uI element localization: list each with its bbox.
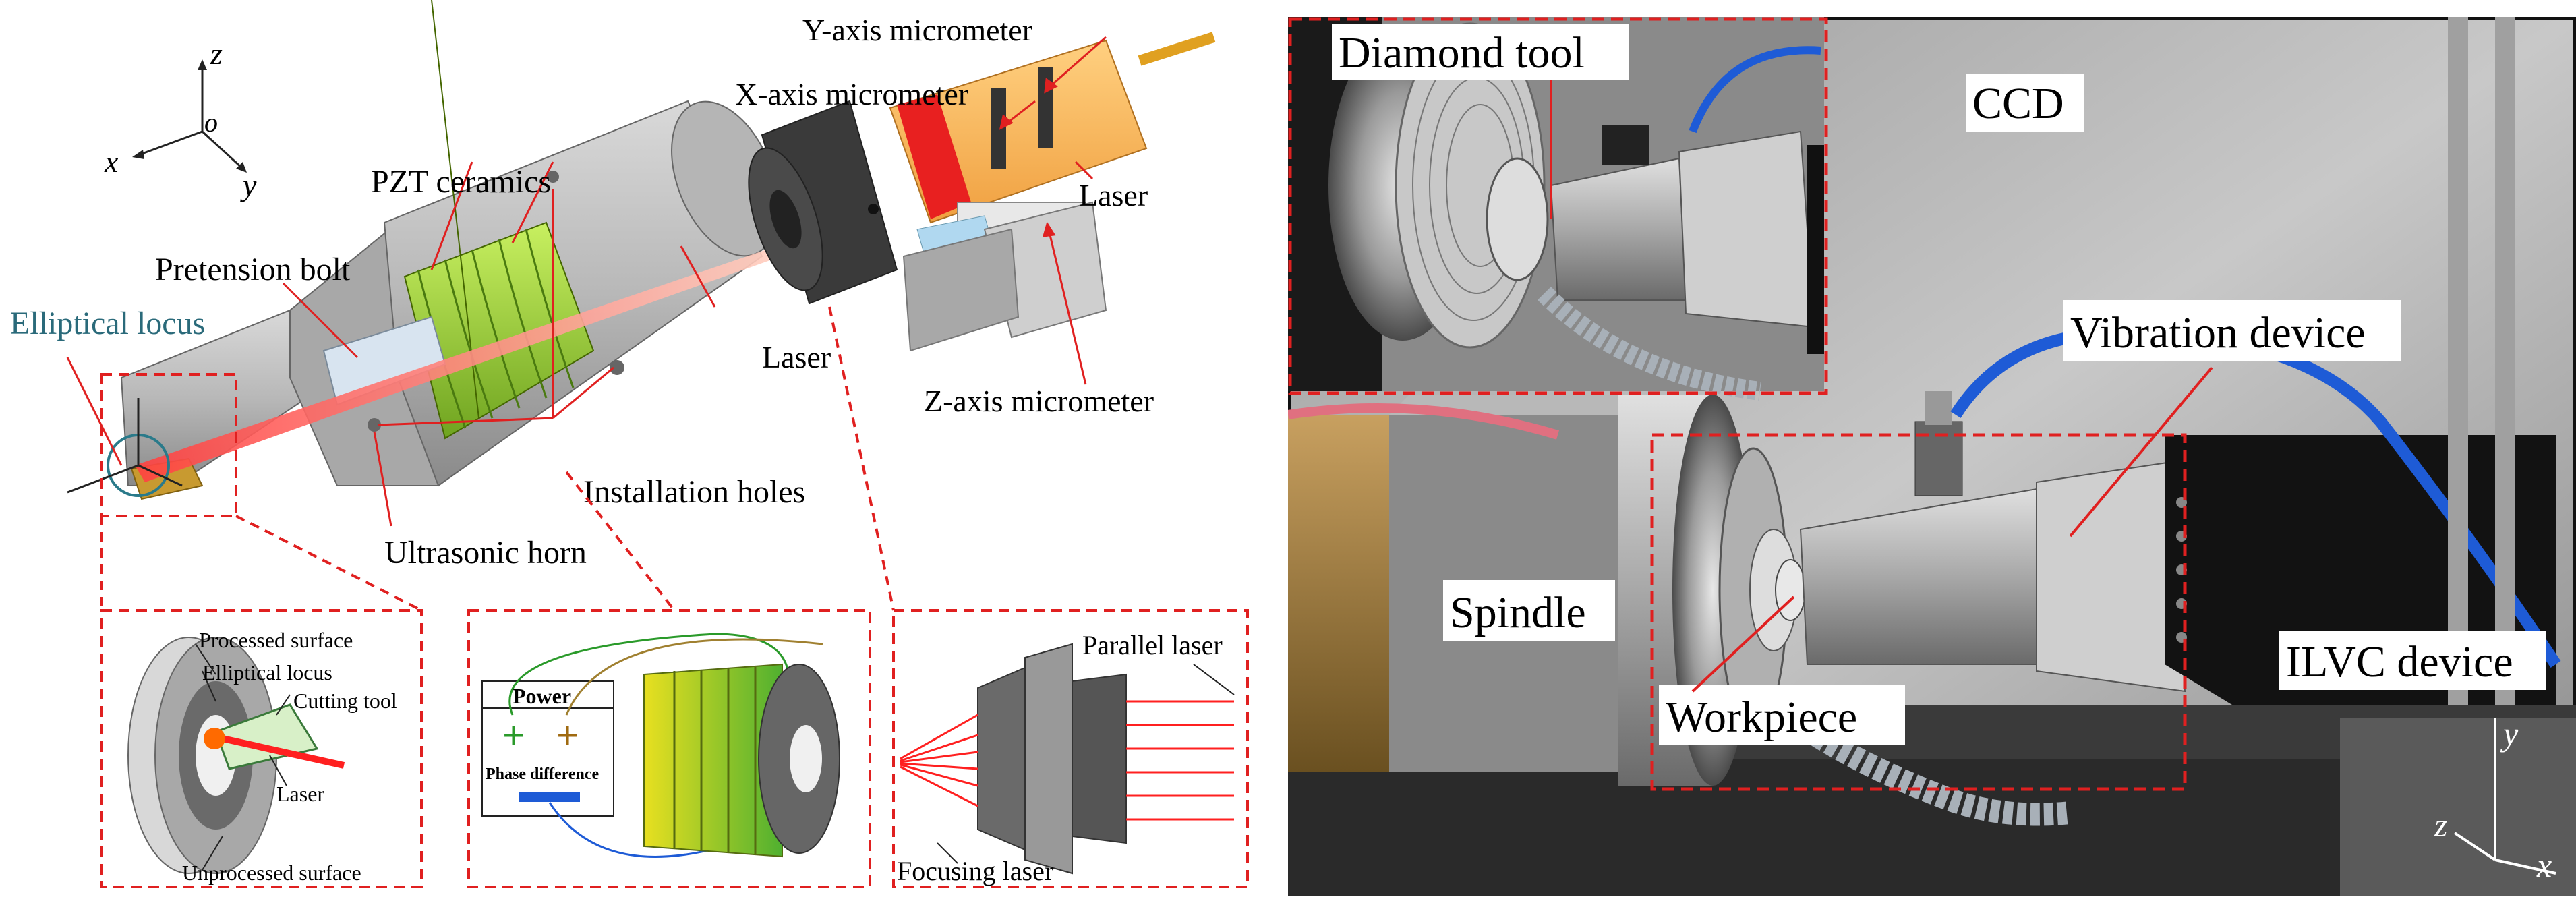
elliptical-locus-label: Elliptical locus [10,306,205,341]
focusing-laser-label: Focusing laser [897,856,1053,886]
ccd-label: CCD [1972,79,2064,128]
ultrasonic-horn-assembly [120,0,779,500]
installation-hole [547,171,559,183]
installation-hole [610,360,624,375]
ilvc-device-label: ILVC device [2286,637,2513,687]
coordinate-axes: z o x y [104,36,257,202]
diamond-tool-label: Diamond tool [1339,28,1585,78]
photo-axis-z: z [2434,806,2447,844]
unprocessed-surface-label: Unprocessed surface [182,861,361,885]
callout-connectors [100,306,895,612]
axis-z-label: z [210,36,223,71]
laser-top-label: Laser [1079,178,1148,212]
leader-lines [66,36,1107,527]
schematic-diagram-panel: z o x y [0,0,1261,896]
pretension-bolt-label: Pretension bolt [155,252,351,287]
processed-surface-label: Processed surface [199,628,353,652]
power-label: Power [513,684,571,708]
diamond-tool-box [1288,17,1828,395]
cutting-tool-label: Cutting tool [293,689,397,713]
vibration-device [1799,391,2186,693]
z-axis-micrometer-label: Z-axis micrometer [924,384,1154,418]
focusing-laser-lines [900,714,978,807]
parallel-laser-lines [1126,700,1234,821]
pzt-ceramics-label: PZT ceramics [371,164,551,200]
axis-y-label: y [240,168,257,202]
axis-o-label: o [204,107,218,138]
spindle-label: Spindle [1450,588,1586,637]
photo-leader-lines [1550,80,2213,693]
setup-photo-panel: Diamond tool CCD Vibration device Spindl… [1288,17,2576,896]
micrometers [902,67,1107,352]
workpiece-label: Workpiece [1666,693,1857,742]
photo-axis-indicator [2453,718,2556,875]
laser-beam [135,233,819,482]
installation-holes-label: Installation holes [583,474,805,510]
y-axis-micrometer-label: Y-axis micrometer [802,13,1032,47]
inset-laser-focusing: Parallel laser Focusing laser [892,609,1249,888]
inset-power-pzt: Power + + Phase difference [467,609,871,888]
schematic-diagram: z o x y [10,0,1249,888]
x-axis-micrometer-knob [991,88,1006,169]
phase-difference-label: Phase difference [486,765,599,783]
vibration-device-label: Vibration device [2070,308,2366,357]
tip-callout-box [100,373,237,517]
inset-elliptical-locus-label: Elliptical locus [202,660,332,685]
laser-source [889,32,1216,224]
collimator-head [748,100,898,305]
installation-hole [368,418,381,432]
ultrasonic-horn-label: Ultrasonic horn [384,535,587,571]
workpiece-area-box [1650,433,2187,791]
photo-axis-y: y [2500,715,2519,753]
power-plus-green: + [502,714,525,757]
setup-photo: Diamond tool CCD Vibration device Spindl… [1288,17,2576,896]
photo-axis-x: x [2536,846,2552,884]
x-axis-micrometer-label: X-axis micrometer [735,77,968,111]
axis-x-label: x [104,144,119,179]
power-plus-brown: + [556,714,579,757]
parallel-laser-label: Parallel laser [1082,630,1223,660]
inset-cutting-area: Processed surface Elliptical locus Cutti… [100,609,423,888]
inset-laser-label: Laser [276,782,324,806]
laser-mid-label: Laser [762,340,831,374]
